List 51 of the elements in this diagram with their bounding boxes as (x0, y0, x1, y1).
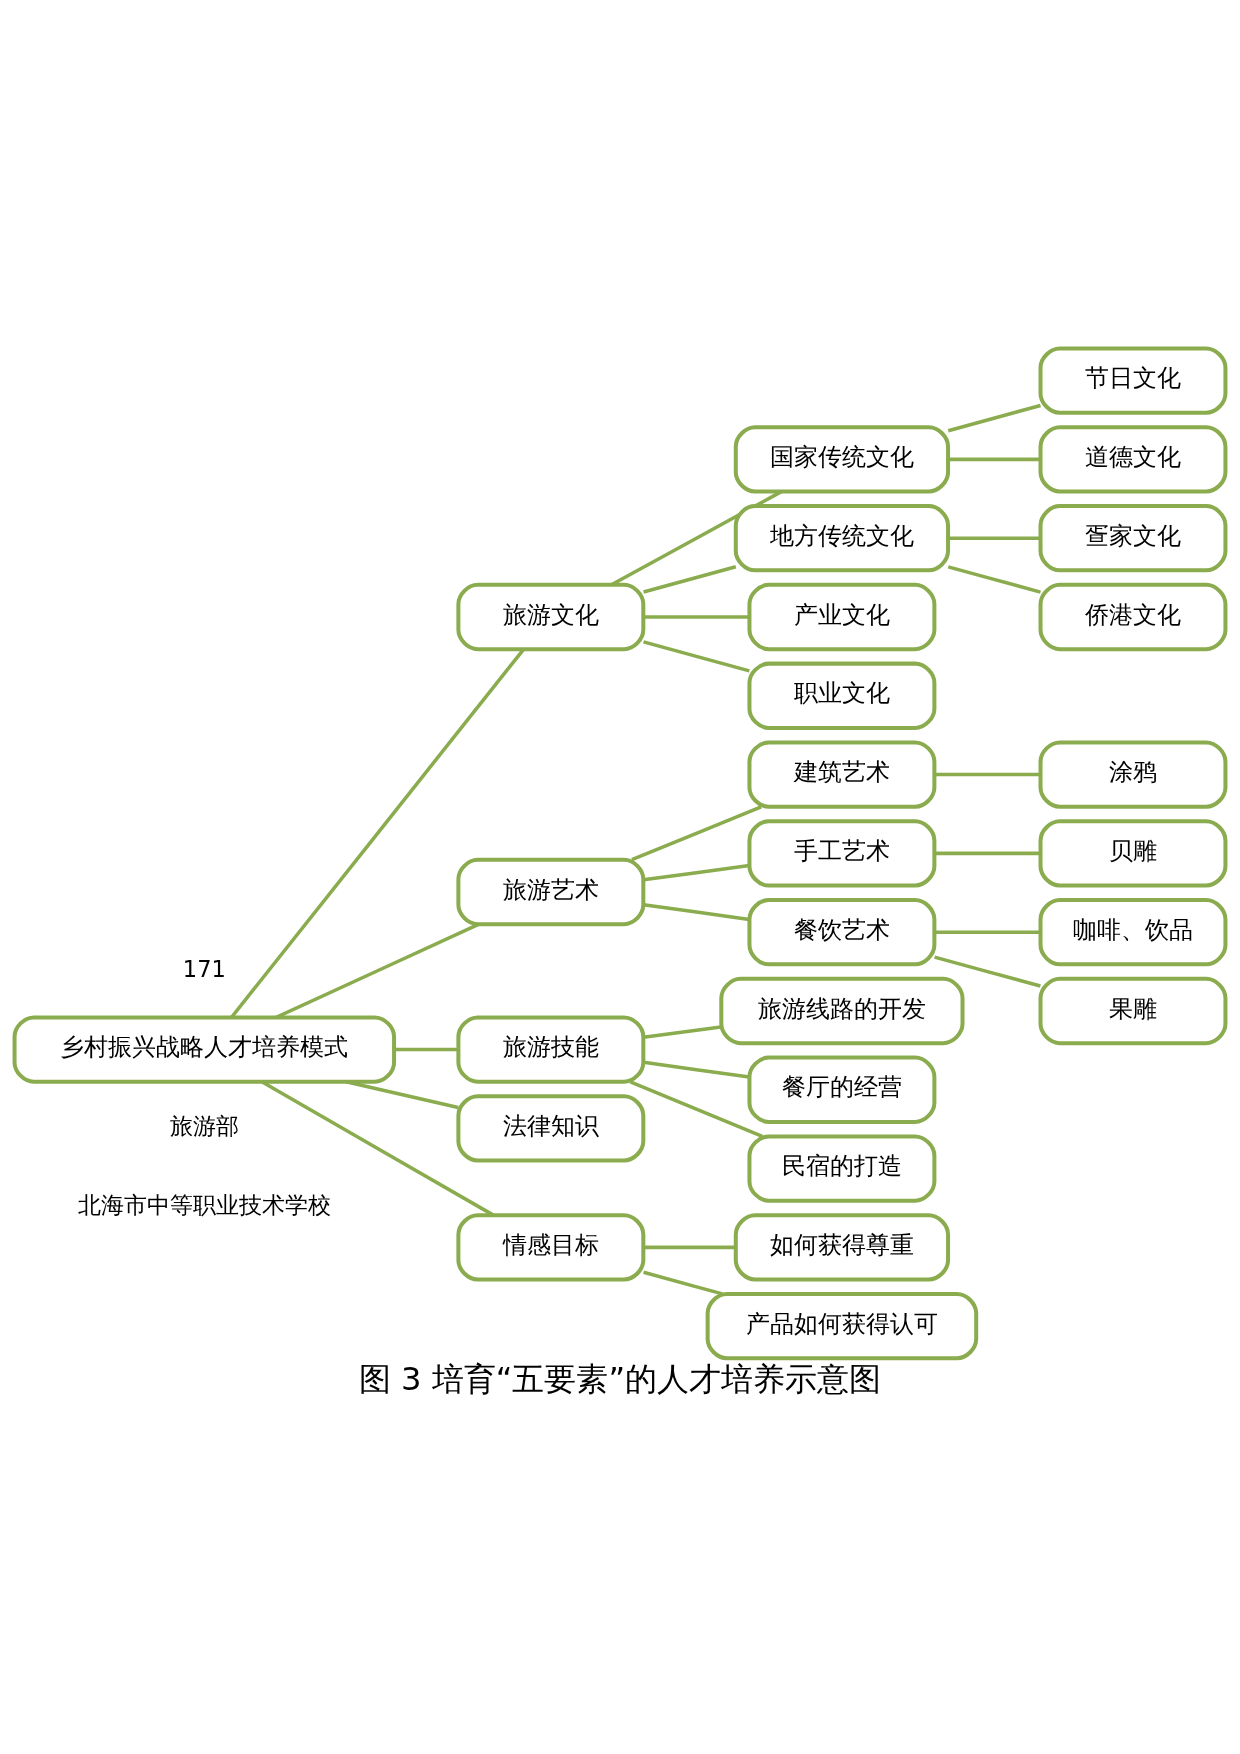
label: 171 (182, 955, 226, 982)
node-box: 情感目标 (456, 1212, 646, 1282)
node-box: 法律知识 (456, 1093, 646, 1163)
node-box: 咖啡、饮品 (1038, 897, 1228, 966)
node-box: 旅游技能 (456, 1014, 646, 1084)
connector (643, 863, 750, 882)
connector (643, 902, 750, 921)
connector (643, 639, 750, 673)
node-box: 建筑艺术 (747, 739, 937, 809)
connector (394, 1047, 459, 1051)
node-box: 产业文化 (747, 582, 937, 651)
node-box: 旅游艺术 (456, 857, 646, 926)
connector (643, 1245, 736, 1249)
node-box: 职业文化 (747, 661, 937, 730)
connector (275, 922, 480, 1019)
connector (948, 535, 1041, 540)
node-box: 餐厅的经营 (747, 1055, 937, 1124)
node-box: 节日文化 (1038, 345, 1228, 415)
connector (643, 564, 737, 594)
node-box: 果雕 (1038, 976, 1228, 1045)
connector (947, 564, 1041, 594)
connector (629, 1079, 764, 1138)
node-box: 如何获得尊重 (733, 1212, 951, 1282)
node-box: 贝雕 (1038, 818, 1228, 888)
node-box: 地方传统文化 (733, 503, 951, 572)
node-box: 侨港文化 (1038, 582, 1228, 651)
connector (643, 1024, 722, 1039)
node-box: 旅游文化 (456, 582, 646, 651)
connector (631, 804, 762, 861)
label: 旅游部 (169, 1112, 239, 1139)
connector (934, 772, 1041, 776)
node-box: 手工艺术 (747, 818, 937, 888)
node-box: 道德文化 (1038, 424, 1228, 494)
connector (947, 403, 1041, 432)
connector (934, 851, 1041, 855)
node-box: 餐饮艺术 (747, 897, 937, 966)
connector (948, 457, 1041, 461)
connector (643, 1270, 723, 1296)
node-box: 旅游线路的开发 (719, 976, 965, 1045)
node-box: 疍家文化 (1038, 503, 1228, 572)
node-box: 涂鸦 (1038, 739, 1228, 809)
connector (643, 614, 750, 619)
label: 北海市中等职业技术学校 (77, 1191, 331, 1218)
connector (643, 1060, 750, 1079)
node-box: 民宿的打造 (747, 1133, 937, 1203)
node-box: 乡村振兴战略人才培养模式 (12, 1014, 397, 1084)
caption: 图 3 培育“五要素”的人才培养示意图 (358, 1359, 882, 1398)
connector (934, 954, 1041, 988)
connector (934, 929, 1041, 934)
node-box: 产品如何获得认可 (705, 1291, 979, 1360)
node-box: 国家传统文化 (733, 424, 951, 494)
